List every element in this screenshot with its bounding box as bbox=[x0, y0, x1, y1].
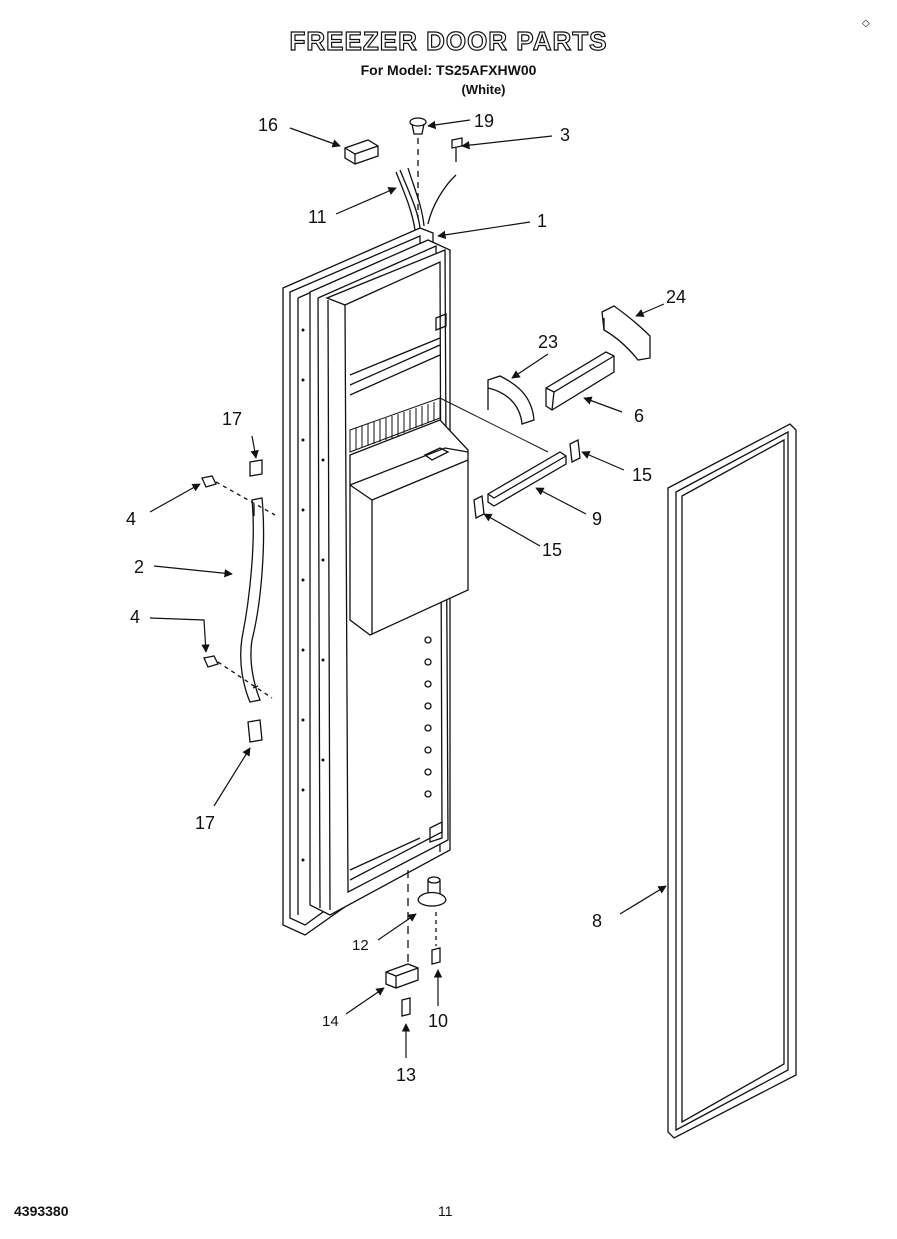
callout-4-upper: 4 bbox=[126, 509, 137, 529]
end-cap-part-23 bbox=[487, 375, 535, 425]
screw-part-4-lower bbox=[203, 655, 219, 668]
callout-13: 13 bbox=[396, 1065, 417, 1085]
gasket-part-8 bbox=[667, 423, 797, 1139]
callout-19: 19 bbox=[474, 111, 495, 131]
color-line: (White) bbox=[461, 82, 506, 97]
screw-part-13 bbox=[401, 997, 411, 1017]
callout-16: 16 bbox=[258, 115, 279, 135]
page-title: FREEZER DOOR PARTS bbox=[289, 25, 608, 56]
dispenser-grill bbox=[349, 397, 441, 453]
corner-mark: ◇ bbox=[862, 18, 870, 29]
bracket-part-17-lower bbox=[247, 719, 263, 743]
door-edge-dots bbox=[301, 328, 325, 862]
document-number: 4393380 bbox=[14, 1203, 69, 1219]
trim-part-9 bbox=[487, 451, 567, 507]
plug-part-19 bbox=[409, 117, 427, 135]
callout-17-lower: 17 bbox=[195, 813, 216, 833]
handle-part-2 bbox=[240, 497, 265, 703]
hinge-block-part-14 bbox=[385, 963, 419, 989]
shelf-part-6 bbox=[545, 351, 615, 411]
hinge-pin-part-12 bbox=[417, 876, 447, 907]
callout-24: 24 bbox=[666, 287, 687, 307]
callout-17-upper: 17 bbox=[222, 409, 243, 429]
wire-harness-part-11 bbox=[395, 167, 457, 231]
callout-3: 3 bbox=[560, 125, 571, 145]
door-hole-row bbox=[424, 636, 432, 798]
clip-part-15-lower bbox=[473, 495, 485, 519]
door-panel-part-1 bbox=[282, 227, 469, 936]
callout-2: 2 bbox=[134, 557, 145, 577]
model-line: For Model: TS25AFXHW00 bbox=[360, 62, 537, 78]
connector-part-16 bbox=[344, 139, 379, 165]
callout-12: 12 bbox=[352, 937, 369, 954]
leader-arrows bbox=[149, 119, 667, 1058]
callout-14: 14 bbox=[322, 1013, 339, 1030]
callout-6: 6 bbox=[634, 406, 645, 426]
callout-9: 9 bbox=[592, 509, 603, 529]
clip-part-15-upper bbox=[569, 439, 581, 463]
screw-part-4-upper bbox=[201, 475, 217, 488]
callout-1: 1 bbox=[537, 211, 548, 231]
callout-10: 10 bbox=[428, 1011, 449, 1031]
callout-15-lower: 15 bbox=[542, 540, 563, 560]
callout-8: 8 bbox=[592, 911, 603, 931]
page-number: 11 bbox=[438, 1203, 453, 1219]
callout-23: 23 bbox=[538, 332, 559, 352]
callout-4-lower: 4 bbox=[130, 607, 141, 627]
screw-part-10 bbox=[431, 947, 441, 965]
callout-11: 11 bbox=[308, 207, 327, 227]
end-cap-part-24 bbox=[601, 305, 651, 361]
callout-15-upper: 15 bbox=[632, 465, 653, 485]
screw-part-3 bbox=[451, 137, 463, 162]
bracket-part-17-upper bbox=[249, 459, 263, 477]
dispenser-housing bbox=[349, 419, 469, 636]
